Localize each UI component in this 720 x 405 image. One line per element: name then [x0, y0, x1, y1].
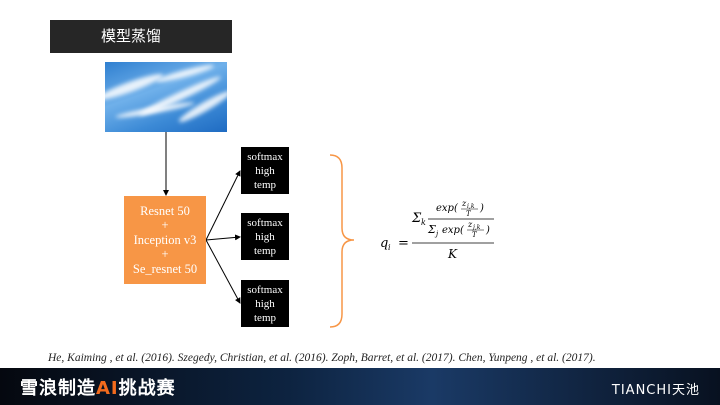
- svg-text:k: k: [421, 218, 426, 227]
- slide-title: 模型蒸馏: [50, 20, 232, 53]
- svg-text:=: =: [398, 236, 409, 251]
- svg-text:): ): [479, 203, 484, 214]
- arrow-to-softmax-3: [205, 239, 241, 304]
- svg-text:q: q: [380, 236, 388, 251]
- model-inception: Inception v3: [133, 232, 197, 247]
- model-se-resnet: Se_resnet 50: [132, 261, 198, 276]
- svg-text:T: T: [472, 231, 478, 239]
- event-logo: 雪浪制造AI挑战赛: [20, 378, 176, 399]
- svg-text:exp(: exp(: [436, 203, 459, 214]
- tianchi-logo: TIANCHI天池: [611, 383, 700, 398]
- svg-text:z: z: [461, 200, 467, 208]
- svg-text:Σ: Σ: [427, 223, 436, 236]
- model-resnet: Resnet 50: [140, 203, 190, 218]
- svg-text:j,k: j,k: [471, 224, 481, 231]
- svg-text:K: K: [447, 247, 458, 261]
- svg-text:i,k: i,k: [467, 203, 475, 210]
- curly-brace: [329, 154, 355, 328]
- svg-text:j: j: [434, 230, 439, 238]
- plus: +: [161, 247, 169, 262]
- svg-text:i: i: [388, 243, 391, 252]
- svg-text:Σ: Σ: [411, 211, 422, 226]
- svg-text:exp(: exp(: [442, 225, 465, 236]
- sky-image: [105, 62, 227, 132]
- plus: +: [161, 218, 169, 233]
- svg-text:): ): [485, 225, 490, 236]
- citation-text: He, Kaiming , et al. (2016). Szegedy, Ch…: [48, 352, 596, 364]
- ensemble-model-box: Resnet 50 + Inception v3 + Se_resnet 50: [124, 196, 206, 284]
- distillation-formula: q i = Σ k exp( z i,k T ) Σ j exp( z j,k …: [380, 200, 494, 261]
- arrow-to-softmax-2: [205, 234, 241, 241]
- footer-banner: 雪浪制造AI挑战赛 TIANCHI天池: [0, 368, 720, 405]
- svg-text:T: T: [466, 210, 472, 218]
- svg-text:z: z: [467, 220, 473, 229]
- arrow-to-softmax-1: [205, 170, 241, 241]
